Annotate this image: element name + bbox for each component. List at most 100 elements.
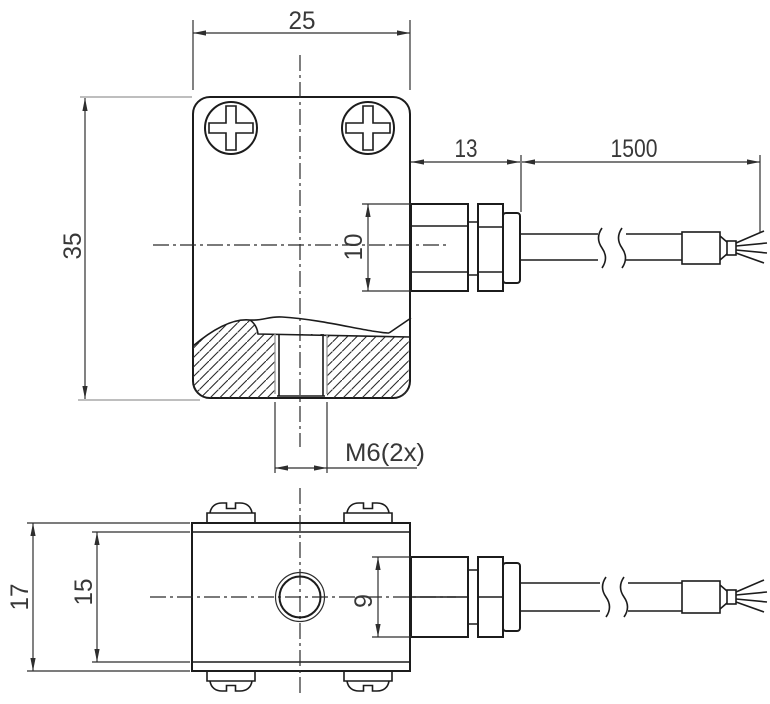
extension-lines-m6 bbox=[274, 402, 328, 473]
extension-lines-10 bbox=[362, 203, 411, 292]
arrowhead bbox=[411, 159, 424, 165]
phillips-cross-icon bbox=[345, 105, 391, 151]
cable-segment-right bbox=[626, 233, 682, 261]
cable-segment-left bbox=[520, 582, 600, 612]
body-plate-lines bbox=[192, 531, 410, 663]
dim-label-25: 25 bbox=[289, 7, 316, 35]
dim-label-9: 9 bbox=[350, 594, 378, 608]
cable-gland-front bbox=[410, 203, 521, 292]
cable-segment-right bbox=[628, 582, 682, 612]
screw-head-bottom-right bbox=[343, 671, 393, 692]
dimension-17: 17 bbox=[6, 522, 190, 672]
center-hole-circle bbox=[278, 575, 322, 619]
dim-label-13: 13 bbox=[455, 135, 478, 163]
screw-dome bbox=[346, 502, 390, 514]
cable-end-sleeve bbox=[681, 580, 721, 614]
cable-front bbox=[520, 227, 768, 269]
dim-label-m6: M6(2x) bbox=[345, 439, 425, 467]
gland-cap-block bbox=[502, 562, 521, 632]
screw-base bbox=[343, 512, 393, 523]
threaded-hole-m6 bbox=[274, 334, 328, 397]
screw-head-top-left bbox=[206, 502, 256, 523]
mounting-screw-right bbox=[341, 101, 395, 155]
arrowhead bbox=[314, 465, 327, 471]
arrowhead bbox=[375, 624, 381, 637]
extension-lines-25 bbox=[192, 20, 411, 90]
screw-dome bbox=[346, 680, 390, 692]
dimension-1500: 1500 bbox=[522, 135, 761, 232]
break-symbol-right bbox=[619, 576, 629, 618]
extension-lines-15 bbox=[92, 531, 190, 663]
front-view: 25 35 13 1500 bbox=[59, 7, 768, 473]
arrowhead bbox=[30, 658, 36, 671]
break-symbol-left bbox=[597, 227, 607, 269]
dimension-25: 25 bbox=[192, 7, 411, 90]
gland-nut-block bbox=[410, 203, 469, 292]
break-line-wavy bbox=[192, 316, 390, 347]
cable-end-taper bbox=[719, 235, 728, 261]
break-line-right bbox=[388, 317, 412, 334]
gland-waist-lines bbox=[468, 221, 478, 276]
arrowhead bbox=[507, 159, 520, 165]
screw-head-circle bbox=[341, 101, 395, 155]
cable-end-tip bbox=[726, 240, 737, 256]
broken-out-section bbox=[192, 316, 412, 398]
screw-head-top-right bbox=[343, 502, 393, 523]
extension-lines-17 bbox=[27, 522, 190, 672]
mounting-screw-left bbox=[204, 101, 258, 155]
gland-ring-flats bbox=[478, 226, 503, 273]
arrowhead bbox=[522, 159, 535, 165]
screw-head-circle bbox=[204, 101, 258, 155]
dim-label-10: 10 bbox=[340, 234, 368, 261]
cable-end-tip bbox=[726, 589, 737, 605]
arrowhead bbox=[397, 30, 410, 36]
thread-major-lines bbox=[274, 334, 328, 394]
dim-label-15: 15 bbox=[70, 579, 98, 606]
arrowhead bbox=[193, 30, 206, 36]
arrowhead bbox=[82, 98, 88, 111]
screw-head-bottom-left bbox=[206, 671, 256, 692]
side-view: 17 15 9 bbox=[6, 488, 768, 694]
screw-dome bbox=[209, 680, 253, 692]
gland-ring-block bbox=[477, 203, 504, 292]
screw-base bbox=[343, 671, 393, 682]
arrowhead bbox=[82, 386, 88, 399]
arrowhead bbox=[30, 523, 36, 536]
arrowhead bbox=[747, 159, 760, 165]
section-hatch bbox=[193, 319, 410, 398]
cable-end-taper bbox=[719, 584, 728, 610]
dimension-10: 10 bbox=[340, 203, 411, 292]
hole-wall-lines bbox=[278, 334, 324, 396]
hole-chamfer-circle bbox=[274, 571, 326, 623]
dimension-35: 35 bbox=[59, 98, 88, 399]
arrowhead bbox=[275, 465, 288, 471]
arrowhead bbox=[365, 204, 371, 217]
arrowhead bbox=[94, 532, 100, 545]
cable-side bbox=[520, 576, 768, 618]
cable-end-sleeve bbox=[681, 231, 721, 265]
wire-strands bbox=[735, 579, 768, 613]
dim-label-1500: 1500 bbox=[611, 135, 658, 163]
dim-label-35: 35 bbox=[59, 233, 87, 260]
gland-cap-block bbox=[502, 212, 521, 284]
recess-edge-line bbox=[249, 319, 411, 338]
screw-dome bbox=[209, 502, 253, 514]
gland-waist-lines bbox=[468, 569, 478, 625]
dimension-13: 13 bbox=[411, 135, 522, 212]
gland-nut-flats bbox=[411, 225, 468, 273]
arrowhead bbox=[365, 278, 371, 291]
dimension-9: 9 bbox=[350, 556, 411, 638]
screw-base bbox=[206, 512, 256, 523]
break-symbol-left bbox=[601, 576, 611, 618]
cable-segment-left bbox=[520, 233, 598, 261]
cable-gland-side bbox=[410, 556, 521, 638]
wire-strands bbox=[735, 230, 768, 264]
dimension-15: 15 bbox=[70, 531, 190, 663]
dimension-m6: M6(2x) bbox=[274, 402, 425, 473]
arrowhead bbox=[375, 557, 381, 570]
arrowhead bbox=[94, 649, 100, 662]
dim-label-17: 17 bbox=[6, 584, 34, 611]
break-symbol-right bbox=[617, 227, 627, 269]
